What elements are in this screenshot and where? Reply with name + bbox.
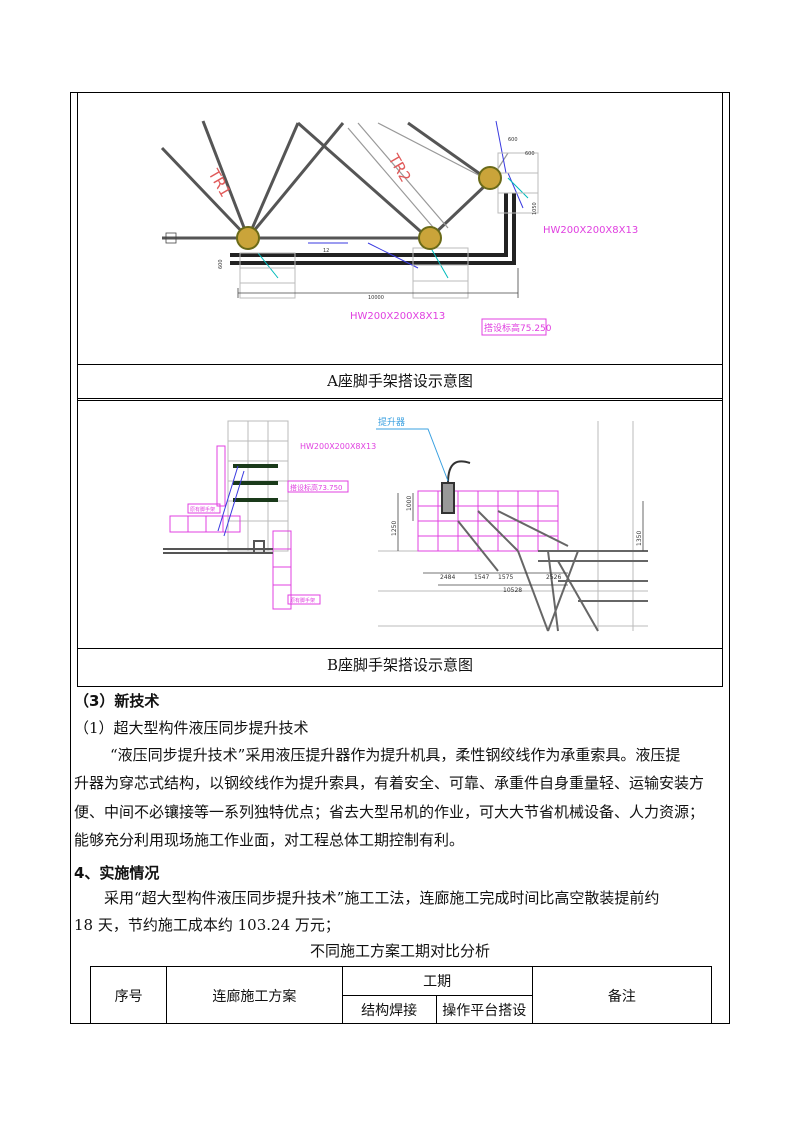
schedule-comparison-table: 序号 连廊施工方案 工期 备注 结构焊接 操作平台搭设	[89, 966, 713, 1025]
label-dim-600c: 600	[218, 259, 224, 269]
fig-table-line3	[77, 400, 723, 401]
label-dim-1547: 1547	[474, 574, 489, 581]
label-dim-1350: 1350	[636, 531, 643, 546]
figure-b-drawing: HW200X200X8X13 搭设标高73.750 原有脚手架 原有脚手架	[163, 417, 648, 632]
impl-para-line-1: 采用“超大型构件液压同步提升技术”施工工法，连廊施工完成时间比高空散装提前约	[104, 889, 660, 907]
fig-table-line4	[77, 648, 723, 649]
label-dim-1250: 1250	[391, 521, 398, 536]
label-dim-1575: 1575	[498, 574, 513, 581]
new-tech-para-line-2: 升器为穿芯式结构，以钢绞线作为提升索具，有着安全、可靠、承重件自身重量轻、运输安…	[74, 774, 705, 792]
fig-table-line1	[77, 364, 723, 365]
label-elevation-a: 搭设标高75.250	[484, 322, 552, 334]
figure-a-caption: A座脚手架搭设示意图	[327, 372, 473, 390]
label-dim-1050: 1050	[532, 202, 538, 215]
label-dim-1000: 1000	[406, 496, 413, 511]
fig-table-bottom	[77, 686, 723, 687]
impl-heading: 4、实施情况	[74, 864, 160, 882]
col-header-plan: 连廊施工方案	[166, 966, 343, 1025]
frame-bottom	[70, 1023, 730, 1024]
fig-table-left	[77, 92, 78, 686]
frame-right	[729, 92, 730, 1024]
label-dim-2484: 2484	[440, 574, 455, 581]
figure-b-caption: B座脚手架搭设示意图	[326, 656, 474, 674]
new-tech-subheading: （1）超大型构件液压同步提升技术	[74, 719, 309, 737]
col-header-weld: 结构焊接	[341, 995, 437, 1025]
label-dim-2526: 2526	[546, 574, 561, 581]
col-header-no: 序号	[89, 966, 168, 1025]
figure-a-drawing: TR1 TR2 600 600 1050 600 12 10000 HW200X…	[160, 120, 638, 336]
col-header-note: 备注	[531, 966, 713, 1025]
label-beam-right: HW200X200X8X13	[543, 225, 638, 236]
label-tr2: TR2	[384, 150, 415, 185]
fig-table-line2	[77, 398, 723, 399]
new-tech-heading: （3）新技术	[74, 692, 160, 710]
label-dim-12: 12	[323, 248, 329, 254]
new-tech-para-line-3: 便、中间不必镶接等一系列独特优点；省去大型吊机的作业，可大大节省机械设备、人力资…	[74, 803, 705, 821]
label-tag2: 原有脚手架	[290, 597, 315, 604]
label-beam-bottom: HW200X200X8X13	[350, 311, 445, 322]
label-dim-10528: 10528	[503, 587, 522, 594]
page-bottom-mask	[0, 1024, 800, 1132]
table-title: 不同施工方案工期对比分析	[309, 942, 490, 960]
fig-table-right	[722, 92, 723, 686]
new-tech-para-line-1: “液压同步提升技术”采用液压提升器作为提升机具，柔性钢绞线作为承重索具。液压提	[110, 746, 681, 764]
label-tag1: 原有脚手架	[190, 506, 215, 513]
label-lifter: 提升器	[378, 417, 405, 428]
label-dim-600b: 600	[525, 151, 535, 157]
col-header-period: 工期	[341, 966, 533, 996]
frame-top	[70, 92, 730, 93]
label-dim-600a: 600	[508, 137, 518, 143]
label-beam-b: HW200X200X8X13	[300, 442, 376, 451]
frame-left	[70, 92, 71, 1024]
label-dim-10000: 10000	[368, 295, 384, 301]
label-elevation-b: 搭设标高73.750	[290, 483, 343, 492]
new-tech-para-line-4: 能够充分利用现场施工作业面，对工程总体工期控制有利。	[74, 831, 465, 849]
impl-para-line-2: 18 天，节约施工成本约 103.24 万元；	[74, 916, 340, 934]
col-header-platform: 操作平台搭设	[435, 995, 533, 1025]
